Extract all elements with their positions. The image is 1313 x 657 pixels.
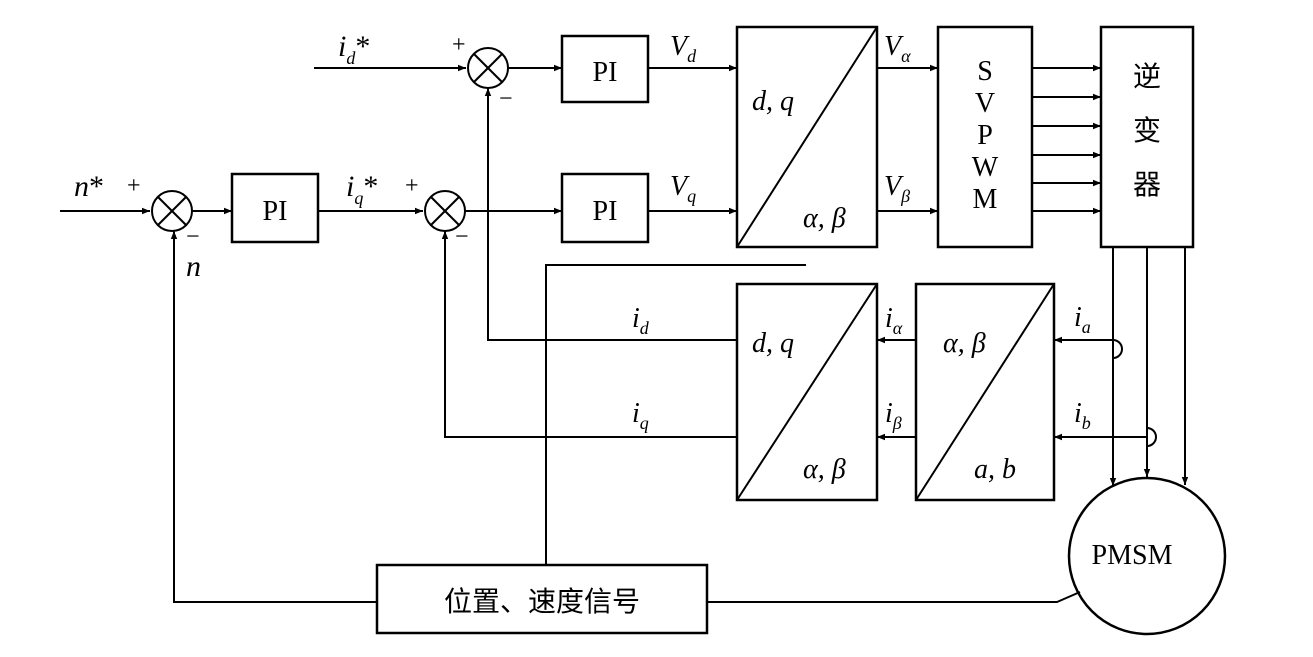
svg-text:M: M <box>973 184 998 215</box>
inverter-block: 逆 变 器 <box>1099 25 1195 249</box>
svg-text:逆: 逆 <box>1133 60 1161 93</box>
inverse-park-block: d, q α, β <box>735 25 879 249</box>
label-ibeta: iβ <box>885 398 902 433</box>
label-iq-fb: iq <box>632 398 649 433</box>
wire-id-feedback <box>484 88 737 341</box>
svg-text:W: W <box>972 152 999 183</box>
svg-text:PI: PI <box>263 196 288 227</box>
label-vd: Vd <box>670 31 697 66</box>
label-valpha: Vα <box>884 31 911 66</box>
svg-text:V: V <box>975 88 995 119</box>
svg-text:α, β: α, β <box>943 328 986 359</box>
svg-text:d, q: d, q <box>752 328 794 359</box>
label-ialpha: iα <box>885 303 903 338</box>
pi-d-block: PI <box>560 34 650 104</box>
svg-text:α, β: α, β <box>803 203 846 234</box>
wire-ib <box>1146 427 1157 447</box>
label-iq-ref: iq* <box>346 170 378 208</box>
label-ia: ia <box>1074 302 1091 337</box>
pi-q-block: PI <box>560 172 650 244</box>
wire-position-angle <box>545 264 806 565</box>
sign-plus-id: + <box>452 32 466 58</box>
label-n-fb: n <box>186 250 201 283</box>
clarke-block: α, β a, b <box>914 282 1056 502</box>
svg-text:d, q: d, q <box>752 86 794 117</box>
svg-text:PI: PI <box>593 196 618 227</box>
svg-text:位置、速度信号: 位置、速度信号 <box>444 585 640 618</box>
park-block: d, q α, β <box>735 282 879 502</box>
sign-minus-iq: − <box>455 224 469 250</box>
wire-motor-to-sensor <box>707 591 1081 603</box>
label-n-ref: n* <box>74 170 104 203</box>
wire-ia <box>1112 339 1123 359</box>
svg-text:器: 器 <box>1133 168 1161 201</box>
label-ib: ib <box>1074 398 1091 433</box>
svpwm-block: S V P W M <box>936 25 1034 249</box>
wire-speed-feedback <box>170 231 377 603</box>
pi-speed-block: PI <box>230 172 320 244</box>
label-vq: Vq <box>670 171 696 206</box>
sign-minus-speed: − <box>186 224 200 250</box>
sign-plus-iq: + <box>405 173 419 199</box>
pmsm-motor: PMSM <box>1067 476 1227 636</box>
position-speed-sensor-block: 位置、速度信号 <box>375 563 709 635</box>
wire-iq-feedback <box>441 231 737 438</box>
label-vbeta: Vβ <box>884 171 910 206</box>
label-id-fb: id <box>632 303 650 338</box>
sum-junction-id <box>467 47 509 89</box>
label-id-ref: id* <box>338 30 370 68</box>
svg-text:PI: PI <box>593 57 618 88</box>
sign-minus-id: − <box>499 86 513 112</box>
svg-text:α, β: α, β <box>803 454 846 485</box>
svg-text:S: S <box>977 56 993 87</box>
svg-text:变: 变 <box>1133 114 1161 147</box>
svg-text:P: P <box>977 120 993 151</box>
phase-lines <box>1109 247 1189 486</box>
svg-text:PMSM: PMSM <box>1092 540 1173 571</box>
sign-plus-speed: + <box>127 173 141 199</box>
svg-text:a, b: a, b <box>974 454 1016 485</box>
pwm-signal-lines <box>1032 64 1101 215</box>
